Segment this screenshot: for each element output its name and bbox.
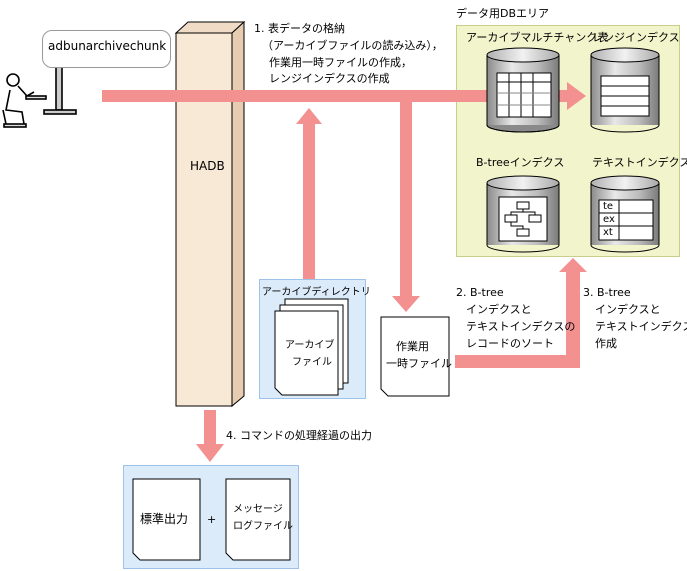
db-area-title: データ用DBエリア bbox=[456, 7, 550, 20]
range-index-cylinder bbox=[590, 47, 660, 133]
arrow-sort-up bbox=[455, 258, 587, 368]
archive-file-line1: アーカイブ bbox=[285, 340, 335, 351]
user-icon bbox=[2, 65, 77, 128]
step4-label: 4. コマンドの処理経過の出力 bbox=[226, 429, 372, 442]
step3-line1: 3. B-tree bbox=[583, 286, 631, 299]
arrow-step1-main bbox=[102, 82, 586, 110]
text-index-cylinder bbox=[590, 175, 660, 253]
step3-line2: インデクスと bbox=[595, 303, 661, 316]
text-index-label: テキストインデクス bbox=[592, 156, 687, 169]
msglog-file-shape bbox=[225, 478, 291, 561]
command-name: adbunarchivechunk bbox=[48, 39, 167, 53]
btree-index-cylinder bbox=[486, 175, 560, 253]
archive-dir-label: アーカイブディレクトリ bbox=[262, 287, 371, 298]
chunk-table-label: アーカイブマルチチャンク表 bbox=[466, 31, 609, 44]
archive-file-line2: ファイル bbox=[292, 357, 332, 368]
hadb-server-bar bbox=[174, 20, 246, 408]
range-index-label: レンジインデクス bbox=[592, 31, 680, 44]
step1-line1: 1. 表データの格納 bbox=[254, 22, 345, 35]
step1-line2: （アーカイブファイルの読み込み）， bbox=[262, 39, 443, 52]
stdout-file-shape bbox=[132, 478, 201, 561]
arrow-archive-up bbox=[296, 108, 322, 279]
msglog-line1: メッセージ bbox=[233, 504, 283, 515]
stdout-label: 標準出力 bbox=[140, 512, 189, 526]
work-file-line1: 作業用 bbox=[396, 340, 429, 353]
btree-index-label: B-treeインデクス bbox=[476, 156, 565, 169]
arrow-worktemp-down bbox=[392, 102, 420, 312]
flow-arrows bbox=[102, 82, 587, 462]
text-index-row-3: xt bbox=[603, 227, 613, 238]
step2-line2: インデクスと bbox=[466, 303, 532, 316]
work-file-line2: 一時ファイル bbox=[386, 357, 452, 370]
text-index-row-1: te bbox=[603, 201, 614, 212]
text-index-row-2: ex bbox=[603, 214, 615, 225]
plus-sign: + bbox=[207, 513, 217, 526]
archive-file-stack bbox=[274, 298, 349, 396]
step1-line4: レンジインデクスの作成 bbox=[269, 72, 390, 85]
step1-line3: 作業用一時ファイルの作成， bbox=[269, 56, 412, 69]
arrow-output-down bbox=[196, 410, 224, 462]
hadb-label: HADB bbox=[190, 159, 225, 173]
step2-line1: 2. B-tree bbox=[456, 286, 504, 299]
work-temp-file-shape bbox=[380, 316, 450, 397]
msglog-line2: ログファイル bbox=[233, 521, 293, 532]
command-callout bbox=[42, 30, 171, 68]
chunk-table-cylinder bbox=[486, 47, 560, 133]
step3-line4: 作成 bbox=[595, 337, 617, 350]
step2-line3: テキストインデクスの bbox=[466, 320, 576, 333]
step3-line3: テキストインデクスの bbox=[595, 320, 687, 333]
step2-line4: レコードのソート bbox=[466, 337, 554, 350]
